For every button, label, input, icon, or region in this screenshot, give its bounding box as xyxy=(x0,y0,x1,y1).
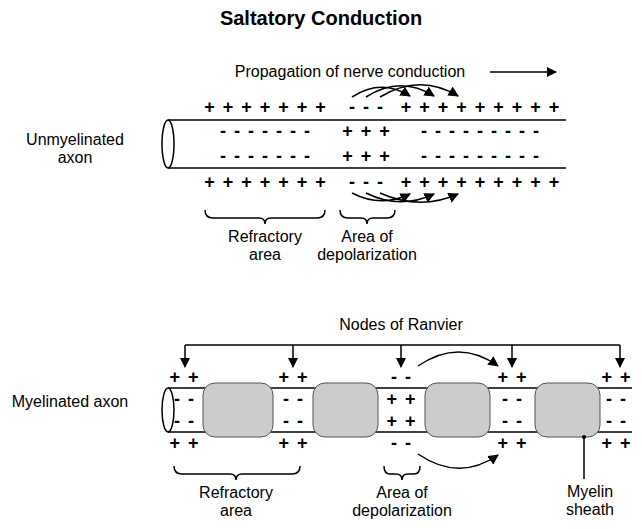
current-arrow xyxy=(418,352,498,366)
brace xyxy=(205,210,325,224)
charge-signs: + + xyxy=(497,433,526,454)
charge-signs: + + xyxy=(169,367,198,388)
charge-signs: - - xyxy=(283,411,303,432)
pointer-arrow xyxy=(619,345,621,367)
charge-signs: - - - xyxy=(349,97,383,118)
charge-signs: + + + + + + + xyxy=(204,97,326,118)
myelin-segment xyxy=(203,383,273,437)
charge-signs: + + xyxy=(601,433,630,454)
charge-signs: - - xyxy=(174,411,194,432)
pointer-arrow xyxy=(400,345,402,367)
axon-end xyxy=(162,388,174,432)
charge-signs: + + xyxy=(278,367,307,388)
charge-signs: + + xyxy=(278,433,307,454)
text-label: Propagation of nerve conduction xyxy=(235,63,465,81)
charge-signs: - - xyxy=(502,411,522,432)
text-label: Myelinated axon xyxy=(8,393,133,411)
axon-membrane xyxy=(168,119,566,121)
charge-signs: + + xyxy=(497,367,526,388)
charge-signs: + + + xyxy=(342,121,390,142)
current-arrow xyxy=(418,454,498,468)
leader-dot xyxy=(582,435,586,439)
charge-signs: + + xyxy=(386,389,415,410)
charge-signs: - - xyxy=(391,433,411,454)
text-label: Refractory area xyxy=(191,484,281,521)
text-label: Refractory area xyxy=(220,228,310,265)
text-label: Nodes of Ranvier xyxy=(339,316,463,334)
charge-signs: - - xyxy=(606,389,626,410)
charge-signs: + + xyxy=(169,433,198,454)
text-label: Myelin sheath xyxy=(559,483,621,520)
charge-signs: - - xyxy=(606,411,626,432)
myelin-segment xyxy=(535,383,600,437)
text-label: Area of depolarization xyxy=(343,484,461,521)
myelin-segment xyxy=(313,383,378,437)
current-arrow xyxy=(380,193,458,202)
diagram-title: Saltatory Conduction xyxy=(220,7,422,30)
pointer-arrow xyxy=(184,345,186,367)
text-label: Unmyelinated axon xyxy=(13,131,138,168)
charge-signs: - - - - - - - - - xyxy=(421,146,539,167)
axon-end xyxy=(162,120,174,168)
leader-line xyxy=(583,437,585,479)
pointer-arrow xyxy=(292,345,294,367)
text-label: Area of depolarization xyxy=(308,228,426,265)
charge-signs: - - - - - - - - - xyxy=(421,121,539,142)
charge-signs: - - xyxy=(502,389,522,410)
charge-signs: + + + xyxy=(342,146,390,167)
current-arrow xyxy=(380,85,458,97)
charge-signs: + + xyxy=(601,367,630,388)
charge-signs: + + xyxy=(386,411,415,432)
bracket-line xyxy=(185,344,620,346)
axon-membrane xyxy=(168,167,566,169)
brace xyxy=(340,210,395,224)
charge-signs: + + + + + + + xyxy=(204,172,326,193)
charge-signs: - - - - - - - xyxy=(220,146,310,167)
pointer-arrow xyxy=(511,345,513,367)
charge-signs: + + + + + + + + + xyxy=(401,97,560,118)
charge-signs: - - - - - - - xyxy=(220,121,310,142)
direction-arrow xyxy=(490,71,556,73)
charge-signs: - - xyxy=(283,389,303,410)
charge-signs: - - xyxy=(391,367,411,388)
myelin-segment xyxy=(425,383,490,437)
brace xyxy=(174,466,300,480)
brace xyxy=(384,466,420,480)
charge-signs: - - - xyxy=(349,172,383,193)
charge-signs: + + + + + + + + + xyxy=(401,172,560,193)
charge-signs: - - xyxy=(174,389,194,410)
